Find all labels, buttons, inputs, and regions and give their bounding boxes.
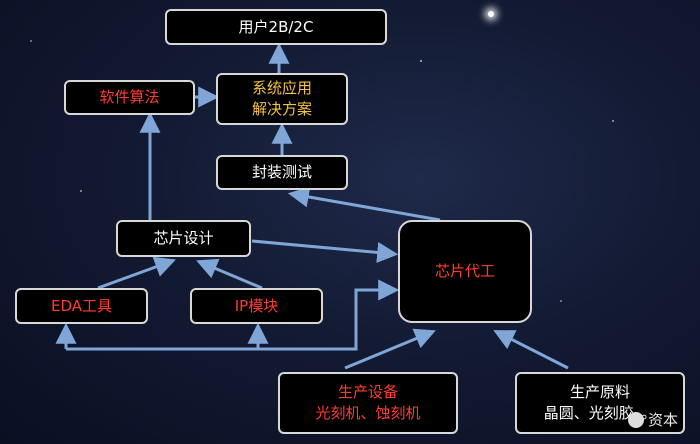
arrow-ip-to-design [196,258,263,290]
watermark-text: 资本 [647,411,678,429]
star [488,11,494,17]
foundry-label: 芯片代工 [434,262,495,280]
packaging-test-label: 封装测试 [251,163,312,181]
chip-design-node: 芯片设计 [116,220,251,257]
arrow-materials-to-foundry [493,330,569,370]
eda-tools-node: EDA工具 [15,288,148,324]
star [420,60,422,62]
production-equipment-node: 生产设备 光刻机、蚀刻机 [278,372,458,434]
arrow-design-to-foundry [251,239,399,263]
production-equipment-label-line1: 生产设备 [337,383,398,401]
watermark: 资本 [627,409,678,430]
packaging-test-node: 封装测试 [216,155,348,190]
eda-tools-label: EDA工具 [50,296,113,315]
arrow-equipment-to-foundry [344,328,436,370]
wechat-icon [627,411,644,428]
ip-module-label: IP模块 [234,296,279,315]
raw-materials-label-line1: 生产原料 [569,383,630,401]
software-algorithm-node: 软件算法 [64,80,195,115]
star [612,120,614,122]
software-algorithm-label: 软件算法 [99,88,160,106]
raw-materials-node: 生产原料 晶圆、光刻胶。。 [515,372,685,434]
star [560,300,562,302]
arrow-foundry-to-packaging [287,186,441,222]
user-node: 用户2B/2C [165,9,387,45]
system-solution-label-line1: 系统应用 [251,79,312,97]
arrow-bus [66,288,390,351]
system-solution-label-line2: 解决方案 [251,100,312,118]
star [30,40,32,42]
star [80,190,82,192]
chip-design-label: 芯片设计 [153,229,214,247]
production-equipment-label-line2: 光刻机、蚀刻机 [315,404,421,422]
arrow-eda-to-design [97,256,176,290]
system-solution-node: 系统应用 解决方案 [216,73,348,125]
ip-module-node: IP模块 [190,288,323,324]
foundry-node: 芯片代工 [398,220,532,323]
user-node-label: 用户2B/2C [238,17,314,36]
